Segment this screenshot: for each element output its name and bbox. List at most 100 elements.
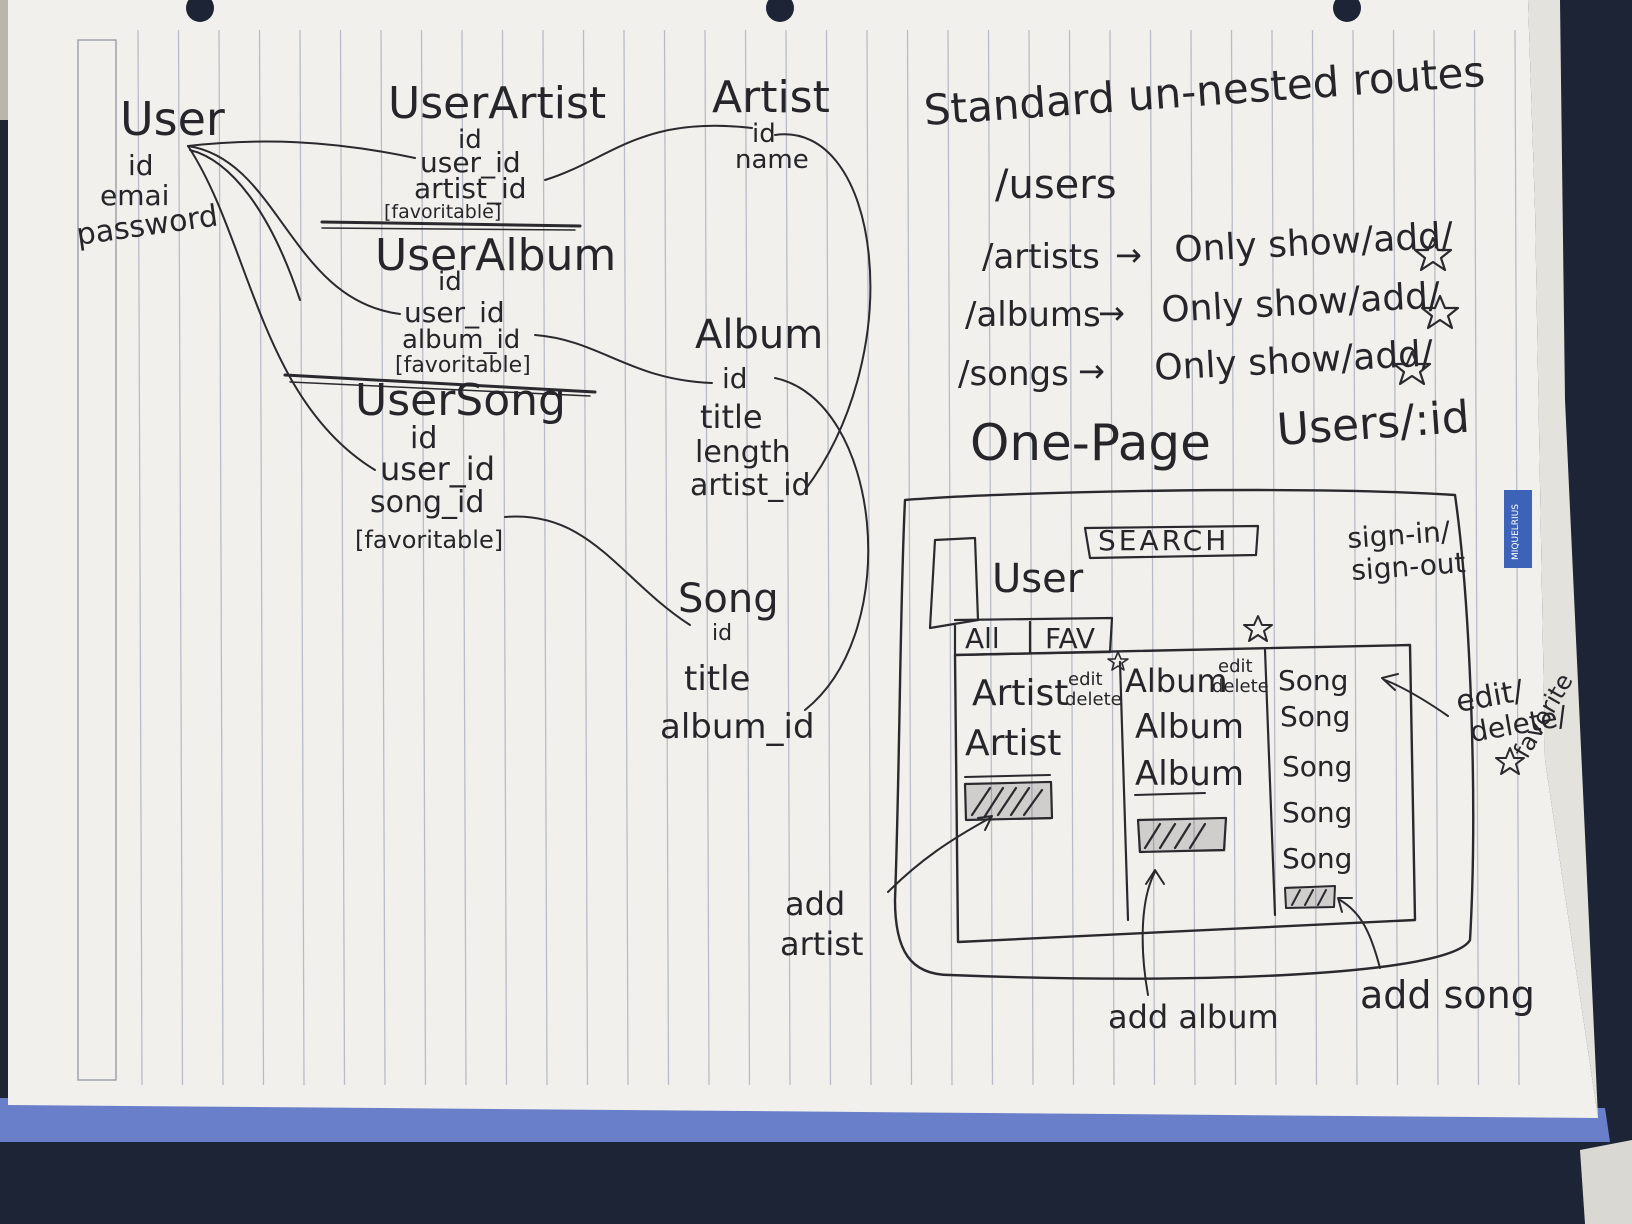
add-song-hatch [1284,885,1336,909]
sign-in-label: sign-in/ [1346,515,1452,555]
user-artist-field: id [458,125,482,155]
user-song-field: id [410,421,437,456]
one-page-label: One-Page [970,414,1211,472]
user-album-field: [favoritable] [395,353,531,378]
divider-line [289,381,591,397]
divider-line [283,373,597,394]
ruled-line [461,29,467,1086]
svg-text:MIQUELRIUS: MIQUELRIUS [1511,504,1521,560]
artist-list-item: Artist [965,723,1061,764]
ruled-line [623,29,629,1086]
ruled-line [1311,29,1318,1086]
ruled-line [704,29,710,1086]
annotation-arrow [1141,871,1156,996]
album-edit-label: edit [1218,656,1253,677]
ruled-line [339,29,346,1086]
ruled-line [1352,29,1358,1086]
user-artist-field: [favoritable] [384,201,501,223]
song-field: title [684,659,750,699]
star-icon [1420,294,1460,330]
ruled-line [906,29,913,1086]
user-artist-field: user_id [420,146,521,179]
sign-out-label: sign-out [1350,546,1466,587]
album-entity: Album id title length artist_id [690,312,823,503]
song-title: Song [678,576,779,622]
ruled-line [542,29,548,1086]
user-album-field: user_id [404,296,505,329]
relation-line [774,377,870,711]
relation-line [187,145,376,471]
user-artist-entity: UserArtist id user_id artist_id [favorit… [384,78,606,223]
user-artist-field: artist_id [414,172,527,205]
artist-field: name [735,145,809,175]
user-album-field: album_id [402,325,520,355]
route-albums: /albums [965,295,1101,335]
underline [1134,792,1206,796]
route-songs: /songs [958,354,1069,394]
artist-field: id [752,119,776,149]
album-list-item: Album [1125,662,1228,700]
ruled-line [987,29,994,1086]
star-icon [1392,350,1432,386]
user-album-entity: UserAlbum id user_id album_id [favoritab… [375,230,616,378]
song-field: album_id [660,707,815,747]
wireframe-mockup: User SEARCH sign-in/ sign-out All FAV Ar… [893,488,1475,980]
ruled-line [744,29,751,1086]
annotation-arrow [1384,679,1449,717]
album-title: Album [695,312,823,358]
album-field: title [700,398,763,436]
annotation-arrow [1339,899,1381,969]
artist-entity: Artist id name [712,72,830,175]
route-artists: /artists [982,237,1100,277]
annotation-arrowhead [977,815,993,831]
divider-line [321,227,576,231]
ruled-line [663,29,670,1086]
ruled-line [501,29,508,1086]
paper-edge-shading [1528,0,1598,1118]
star-icon [1243,615,1273,642]
hole-punch-icon [766,0,794,22]
song-field: id [712,621,732,646]
ruled-line [947,29,953,1086]
add-artist-annotation: add [785,885,845,923]
tab-all: All [965,622,1000,655]
ruled-line [582,29,589,1086]
ruled-line [785,29,791,1086]
ruled-line [1068,29,1075,1086]
star-icon [1413,236,1453,272]
artist-delete-label: delete [1065,689,1122,710]
relation-line [189,149,301,301]
user-field-email: emai [100,179,169,212]
ruled-line [1230,29,1237,1086]
song-list-item: Song [1280,700,1350,733]
tab-fav: FAV [1045,622,1095,655]
song-list-item: Song [1282,796,1352,829]
hole-punch-icon [186,0,214,22]
relation-line [774,133,872,491]
user-entity-title: User [120,92,225,146]
user-song-title: UserSong [355,375,566,426]
relation-line [187,145,401,315]
annotations: add artist add album add song edit/ dele… [780,669,1579,1036]
ruled-line [1028,29,1034,1086]
song-list-item: Song [1278,664,1348,697]
add-artist-button[interactable] [965,784,1051,820]
relation-line [504,515,691,626]
relation-lines [187,124,872,711]
add-artist-annotation: artist [780,925,863,963]
divider-line [320,220,582,228]
route-arrow: → [1115,236,1142,274]
user-song-field: song_id [370,485,484,520]
ruled-line [1392,29,1399,1086]
album-field: length [695,435,791,470]
route-stars [1392,236,1460,386]
star-icon [1107,651,1129,671]
relation-line [544,124,753,181]
ruled-line [420,29,427,1086]
margin-line [77,39,117,1081]
user-album-field: id [438,267,462,297]
annotation-arrowhead [1145,869,1165,885]
ruled-line [380,29,386,1086]
relation-line [534,334,713,384]
route-users: /users [995,162,1117,208]
